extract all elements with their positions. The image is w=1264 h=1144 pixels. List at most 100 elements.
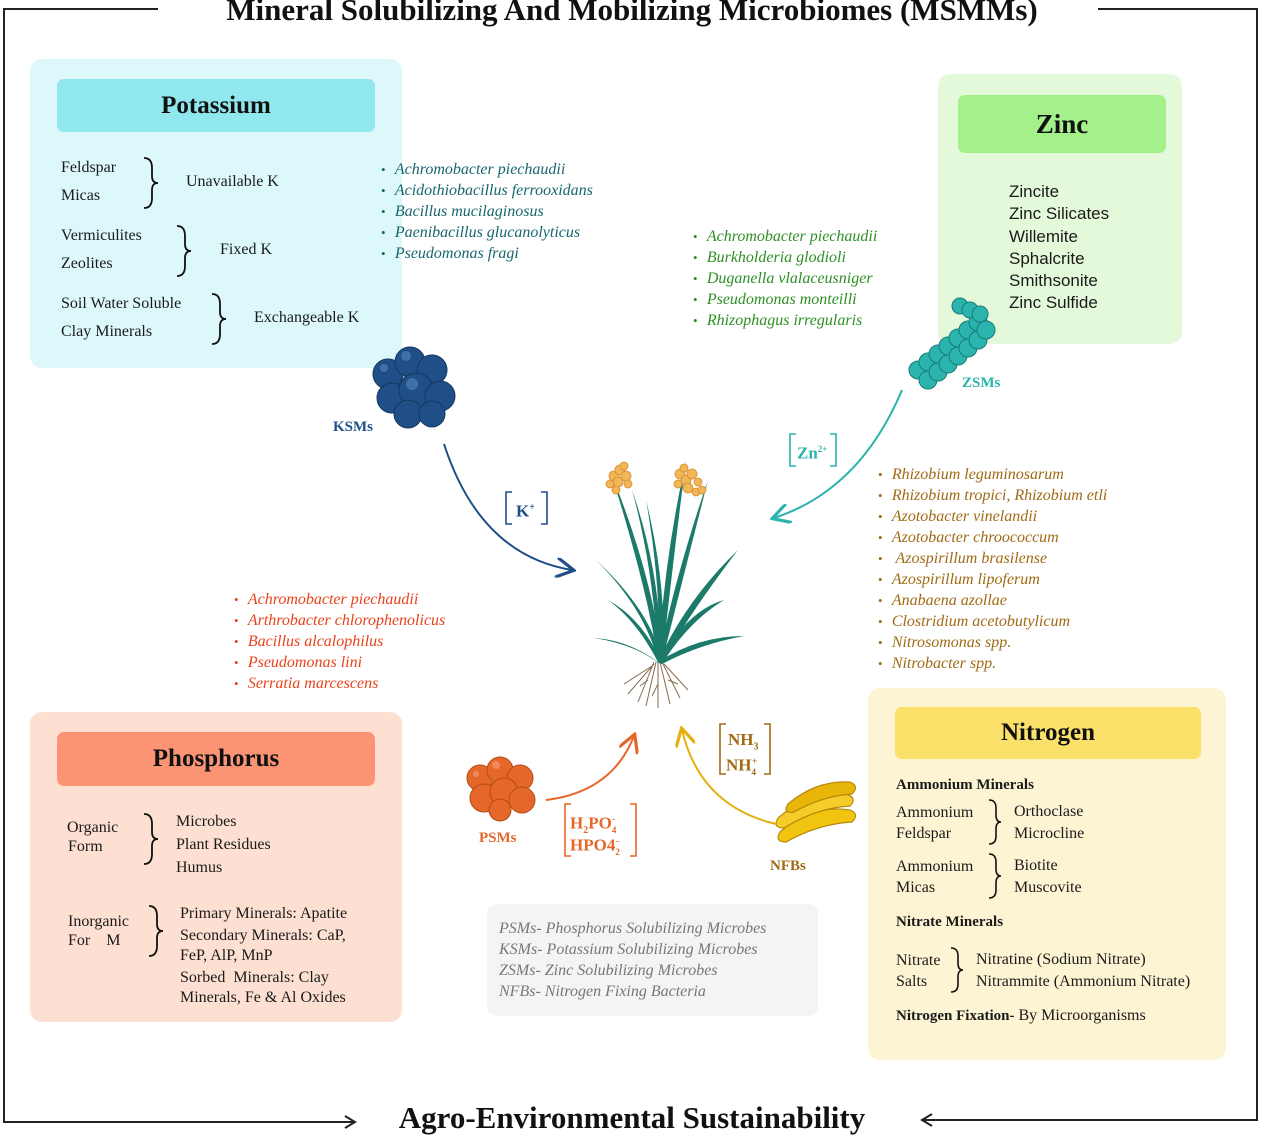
nitrogen-fixation-text: By Microorganisms xyxy=(1014,1007,1146,1024)
nitrogen-header: Nitrogen xyxy=(895,707,1201,759)
brace-icon xyxy=(950,947,964,993)
ksm-cluster-icon xyxy=(372,346,456,429)
nitrogen-item: Micas xyxy=(896,879,936,896)
list-item: Bacillus mucilaginosus xyxy=(381,201,593,222)
list-item: Humus xyxy=(176,859,223,876)
nitrogen-item: Nitrammite (Ammonium Nitrate) xyxy=(976,973,1191,990)
list-item: Azotobacter vinelandii xyxy=(878,506,1107,527)
legend-item: PSMs- Phosphorus Solubilizing Microbes xyxy=(499,920,767,937)
nitrogen-item: Salts xyxy=(896,973,928,990)
nitrogen-item: Ammonium xyxy=(896,804,974,821)
phosphorus-form-label: Form xyxy=(68,838,103,855)
ammonium-ion: NH4+ xyxy=(726,755,758,778)
diagram-footer-title: Agro-Environmental Sustainability xyxy=(398,1100,866,1135)
psm-cluster-icon xyxy=(466,756,536,822)
nitrogen-item: Biotite xyxy=(1014,857,1058,874)
nitrogen-subheading: Nitrate Minerals xyxy=(896,914,1004,930)
potassium-form-label: Exchangeable K xyxy=(254,309,360,326)
list-item: Rhizobium leguminosarum xyxy=(878,464,1107,485)
nitrogen-fixation-bold: Nitrogen Fixation- xyxy=(896,1008,1015,1024)
nitrogen-item: Microcline xyxy=(1014,825,1085,842)
nitrogen-fixation-line: Nitrogen Fixation- By Microorganisms xyxy=(896,1006,1146,1026)
list-item: Arthrobacter chlorophenolicus xyxy=(234,610,445,631)
list-item: Achromobacter piechaudii xyxy=(234,589,445,610)
list-item: Willemite xyxy=(1009,226,1078,246)
list-item: Clostridium acetobutylicum xyxy=(878,611,1107,632)
zinc-microbe-list: Achromobacter piechaudii Burkholderia gl… xyxy=(693,226,877,331)
potassium-item: Vermiculites xyxy=(61,227,142,244)
list-item: Primary Minerals: Apatite xyxy=(180,905,348,922)
list-item: Plant Residues xyxy=(176,836,271,853)
list-item: Acidothiobacillus ferrooxidans xyxy=(381,180,593,201)
list-item: Duganella vlalaceusniger xyxy=(693,268,877,289)
list-item: Bacillus alcalophilus xyxy=(234,631,445,652)
list-item: Azotobacter chroococcum xyxy=(878,527,1107,548)
list-item: Burkholderia glodioli xyxy=(693,247,877,268)
list-item: Zinc Sulfide xyxy=(1009,293,1098,313)
list-item: Nitrobacter spp. xyxy=(878,653,1107,674)
list-item: Smithsonite xyxy=(1009,271,1098,291)
list-item: Achromobacter piechaudii xyxy=(381,159,593,180)
nitrogen-subheading: Ammonium Minerals xyxy=(896,777,1034,793)
phosphorus-header: Phosphorus xyxy=(57,732,375,786)
brace-icon xyxy=(143,157,159,209)
diagram-title: Mineral Solubilizing And Mobilizing Micr… xyxy=(226,0,1038,27)
list-item: Secondary Minerals: CaP, xyxy=(180,927,346,944)
phosphorus-form-label: Inorganic xyxy=(68,913,130,930)
list-item: Paenibacillus glucanolyticus xyxy=(381,222,593,243)
list-item: Rhizobium tropici, Rhizobium etli xyxy=(878,485,1107,506)
nitrogen-item: Orthoclase xyxy=(1014,803,1084,820)
list-item: Sphalcrite xyxy=(1009,248,1085,268)
phosphorus-form-label: Organic xyxy=(67,819,119,836)
legend-item: KSMs- Potassium Solubilizing Microbes xyxy=(499,941,758,958)
plant-icon xyxy=(594,460,744,708)
list-item: Serratia marcescens xyxy=(234,673,445,694)
psm-label: PSMs xyxy=(479,830,517,846)
brace-icon xyxy=(143,813,159,865)
ammonia-ion: NH3 xyxy=(728,730,759,753)
zinc-header: Zinc xyxy=(958,95,1166,153)
brace-icon xyxy=(988,799,1002,845)
potassium-header: Potassium xyxy=(57,79,375,132)
ksm-label: KSMs xyxy=(333,419,374,435)
phosphorus-organic-list: Microbes Plant Residues Humus xyxy=(176,810,271,879)
potassium-form-label: Unavailable K xyxy=(186,173,279,190)
phosphate-ion-2: HPO42- xyxy=(570,835,620,858)
nfb-bacteria-icon xyxy=(775,781,857,843)
legend-item: ZSMs- Zinc Solubilizing Microbes xyxy=(499,962,718,979)
list-item: Achromobacter piechaudii xyxy=(693,226,877,247)
zsm-arrow xyxy=(774,389,903,518)
list-item: FeP, AlP, MnP xyxy=(180,947,273,964)
potassium-ion: K+ xyxy=(516,501,535,521)
zinc-mineral-list: Zincite Zinc Silicates Willemite Sphalcr… xyxy=(1009,181,1109,315)
list-item: Minerals, Fe & Al Oxides xyxy=(180,989,346,1006)
psm-arrow xyxy=(545,736,634,801)
nfb-arrow xyxy=(682,730,777,825)
nitrogen-item: Nitrate xyxy=(896,952,941,969)
potassium-item: Feldspar xyxy=(61,159,117,176)
brace-icon xyxy=(211,293,227,345)
zinc-ion: Zn2+ xyxy=(797,443,828,463)
phosphorus-form-label: For M xyxy=(68,932,121,949)
brace-icon xyxy=(148,905,164,957)
phosphate-ion-1: H2PO4- xyxy=(570,813,617,837)
potassium-form-label: Fixed K xyxy=(220,241,272,258)
list-item: Zinc Silicates xyxy=(1009,204,1110,224)
ksm-arrow xyxy=(443,443,572,570)
nitrogen-item: Ammonium xyxy=(896,858,974,875)
zsm-label: ZSMs xyxy=(962,375,1001,391)
phosphorus-microbe-list: Achromobacter piechaudii Arthrobacter ch… xyxy=(234,589,445,694)
list-item: Pseudomonas fragi xyxy=(381,243,593,264)
brace-icon xyxy=(988,853,1002,899)
potassium-item: Clay Minerals xyxy=(61,323,153,340)
phosphorus-inorganic-list: Primary Minerals: Apatite Secondary Mine… xyxy=(180,904,347,1008)
potassium-item: Zeolites xyxy=(61,255,113,272)
abbreviation-legend: PSMs- Phosphorus Solubilizing Microbes K… xyxy=(487,904,818,1016)
list-item: Pseudomonas lini xyxy=(234,652,445,673)
list-item: Azospirillum lipoferum xyxy=(878,569,1107,590)
nitrogen-item: Nitratine (Sodium Nitrate) xyxy=(976,951,1146,968)
list-item: Nitrosomonas spp. xyxy=(878,632,1107,653)
legend-item: NFBs- Nitrogen Fixing Bacteria xyxy=(499,983,706,1000)
